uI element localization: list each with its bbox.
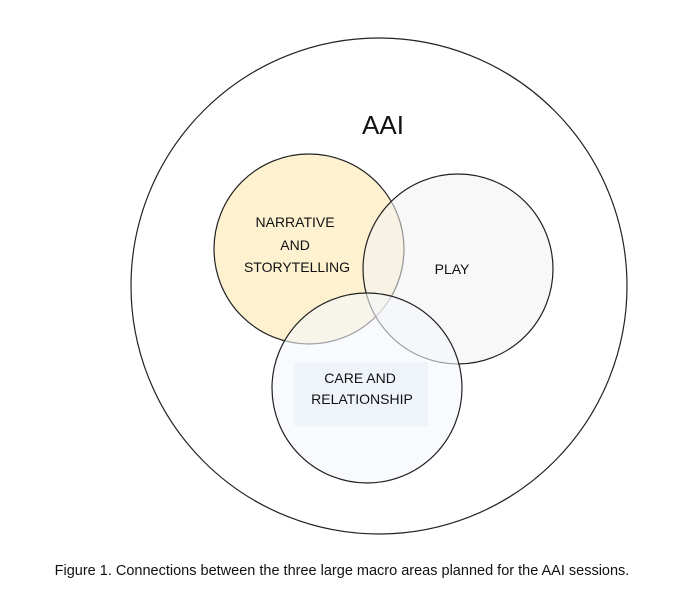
figure-caption: Figure 1. Connections between the three … bbox=[54, 563, 630, 579]
aai-label: AAI bbox=[362, 110, 404, 140]
narrative-label-line-2: AND bbox=[280, 237, 310, 253]
care-label-line-2: RELATIONSHIP bbox=[311, 391, 413, 407]
care-label-line-1: CARE AND bbox=[324, 370, 396, 386]
care-label: CARE AND RELATIONSHIP bbox=[311, 370, 413, 407]
narrative-label-line-3: STORYTELLING bbox=[244, 259, 350, 275]
care-label-box bbox=[294, 362, 428, 426]
venn-diagram: AAI NARRATIVE AND STORYTELLING PLAY CARE… bbox=[130, 37, 628, 535]
narrative-label-line-1: NARRATIVE bbox=[256, 214, 335, 230]
play-label: PLAY bbox=[435, 261, 470, 277]
narrative-label: NARRATIVE AND STORYTELLING bbox=[244, 214, 350, 275]
play-label-line-1: PLAY bbox=[435, 261, 470, 277]
